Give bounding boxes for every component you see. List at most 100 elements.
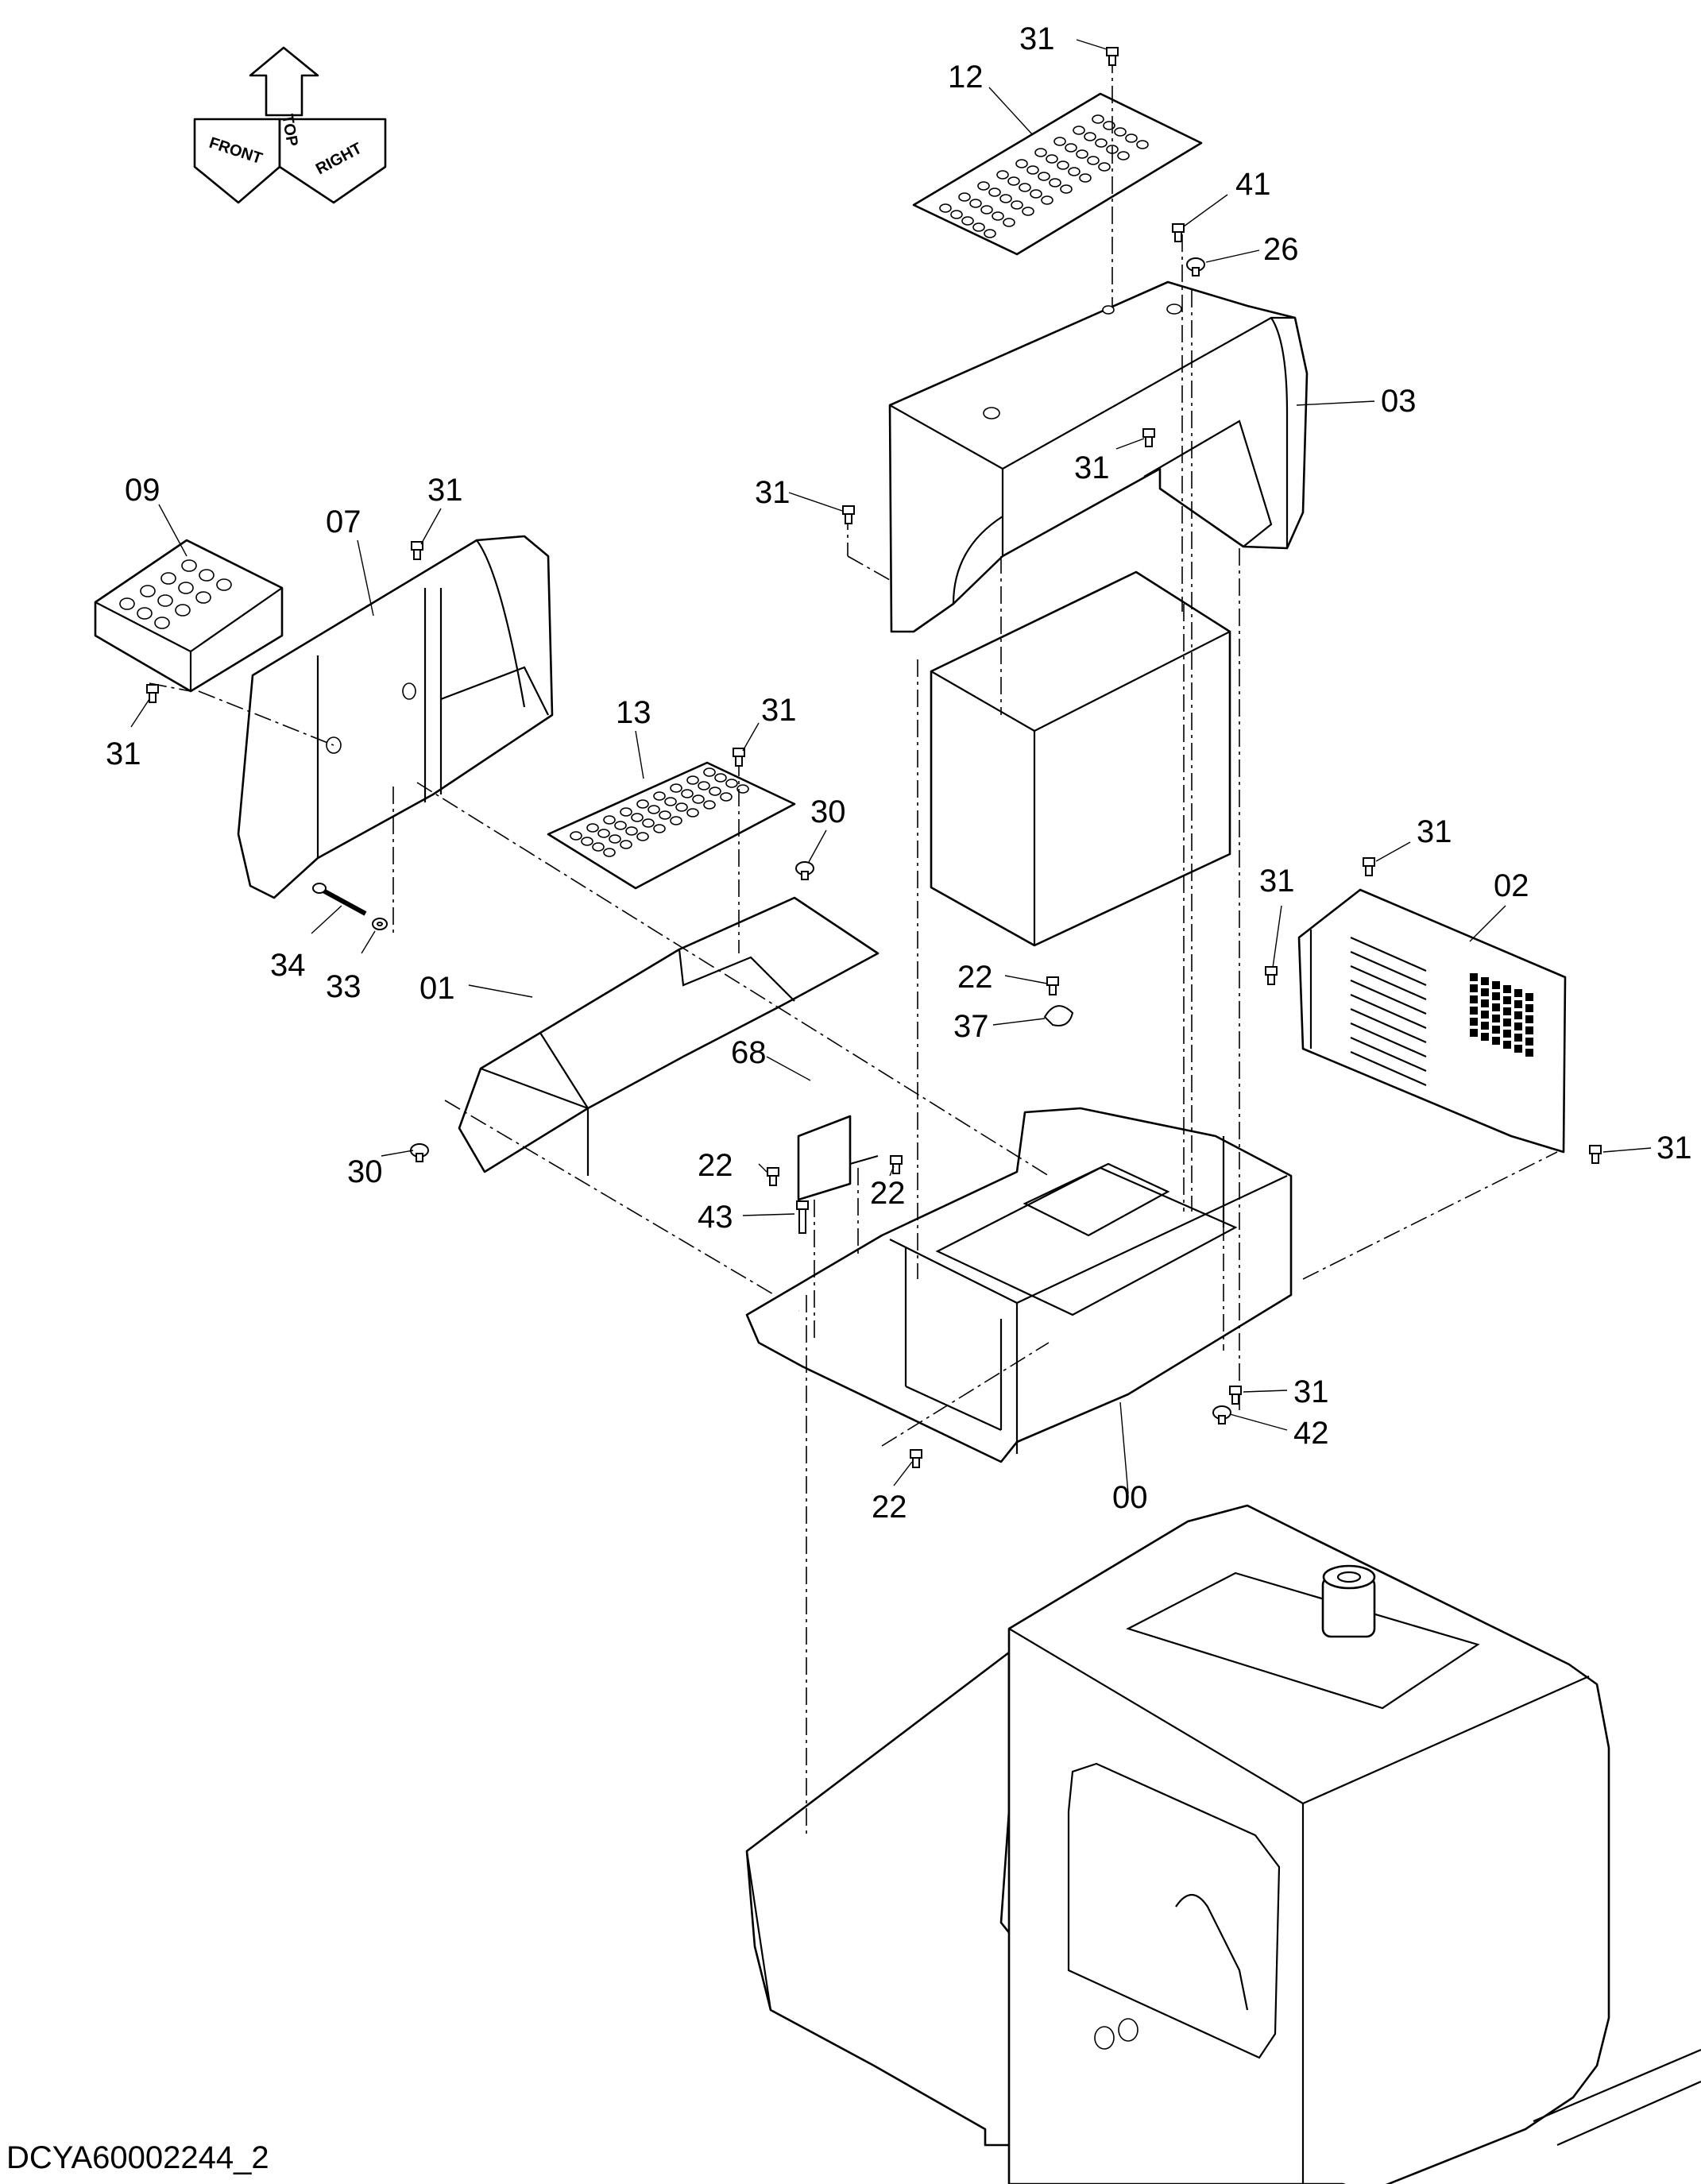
perforation-hole <box>972 222 985 232</box>
perforation-hole <box>725 779 738 788</box>
perforation-hole <box>181 559 197 572</box>
perforation-hole <box>1003 218 1015 227</box>
perforation-hole <box>614 821 627 830</box>
grille-cell <box>1514 1022 1522 1030</box>
vent-slot <box>1350 964 1427 1001</box>
callout-31: 31 <box>755 475 791 510</box>
perforation-hole <box>969 199 982 208</box>
grille-cell <box>1525 1038 1533 1046</box>
perforation-hole <box>581 837 593 846</box>
hydraulic-tank-assembly <box>745 1504 1701 2184</box>
callout-26: 26 <box>1263 232 1299 267</box>
perforation-hole <box>980 205 993 215</box>
perforation-hole <box>1103 121 1115 130</box>
leader-lines <box>130 39 1652 1494</box>
perforation-hole <box>1030 189 1042 199</box>
callout-22: 22 <box>870 1176 906 1211</box>
callout-02: 02 <box>1494 868 1529 903</box>
perforation-hole <box>631 813 644 822</box>
callout-30: 30 <box>347 1154 383 1189</box>
perforation-hole <box>625 826 638 836</box>
perforation-hole <box>1022 207 1034 216</box>
perforation-hole <box>1117 151 1130 160</box>
perforation-hole <box>939 203 952 213</box>
grille-cell <box>1481 1033 1489 1041</box>
callout-01: 01 <box>419 971 455 1006</box>
perforation-hole <box>686 808 699 818</box>
callout-22: 22 <box>957 960 993 995</box>
grille-cell <box>1470 995 1478 1003</box>
vent-slot <box>1350 950 1427 987</box>
callout-42: 42 <box>1293 1416 1329 1451</box>
part-07-side-panel <box>237 535 554 899</box>
perforation-hole <box>984 229 996 238</box>
perforation-hole <box>1136 140 1149 149</box>
perforation-hole <box>992 211 1004 221</box>
callout-31: 31 <box>1259 864 1295 899</box>
perforation-hole <box>1092 114 1104 124</box>
grille-cell <box>1481 977 1489 985</box>
perforation-hole <box>1046 154 1058 164</box>
perforation-hole <box>119 597 135 610</box>
callout-31: 31 <box>761 693 797 728</box>
part-02-grille-panel <box>1297 888 1567 1154</box>
vent-slot <box>1350 1036 1427 1073</box>
perforation-hole <box>653 791 666 801</box>
callout-00: 00 <box>1112 1480 1148 1515</box>
perforation-hole <box>1053 137 1066 146</box>
grille-cell <box>1470 1007 1478 1015</box>
orientation-indicator: FRONT TOP RIGHT <box>193 46 387 204</box>
callout-labels: 31 12 41 26 03 31 31 09 07 31 31 13 31 3… <box>106 21 1692 1525</box>
grille-cell <box>1514 989 1522 997</box>
grille-cell <box>1492 992 1500 1000</box>
perforation-hole <box>570 831 582 841</box>
grille-cell <box>1525 1015 1533 1023</box>
vent-slot <box>1350 1007 1427 1044</box>
callout-13: 13 <box>616 695 651 730</box>
part-13-step-plate <box>547 761 796 890</box>
grille-cell <box>1492 981 1500 989</box>
perforation-hole <box>1038 172 1050 181</box>
part-09-small-step <box>94 539 284 693</box>
perforation-hole <box>603 815 616 825</box>
perforation-hole <box>1073 126 1085 135</box>
grille-cell <box>1525 1004 1533 1012</box>
callout-33: 33 <box>326 969 361 1004</box>
grille-cell <box>1514 1011 1522 1019</box>
grille-cell <box>1503 1019 1511 1026</box>
callout-30: 30 <box>810 794 846 829</box>
perforation-hole <box>961 216 974 226</box>
part-34-long-bolt <box>312 883 367 916</box>
perforation-hole <box>154 617 170 629</box>
perforation-hole <box>714 773 727 783</box>
perforation-hole <box>709 787 721 796</box>
perforation-hole <box>670 783 682 793</box>
callout-03: 03 <box>1381 384 1417 419</box>
grille-cell <box>1481 988 1489 996</box>
part-00-main-frame <box>745 1107 1293 1463</box>
part-03-top-cover <box>888 280 1309 633</box>
grille-cell <box>1492 1037 1500 1045</box>
perforation-hole <box>1034 148 1047 157</box>
callout-37: 37 <box>953 1009 989 1044</box>
perforation-hole <box>603 848 616 857</box>
grille-cell <box>1503 1041 1511 1049</box>
perforation-hole <box>1125 133 1138 143</box>
perforation-hole <box>675 802 688 812</box>
grille-cell <box>1514 1034 1522 1042</box>
part-01-front-cover <box>458 896 879 1176</box>
perforation-hole <box>636 799 649 809</box>
perforation-hole <box>1060 184 1073 194</box>
grille-cell <box>1481 999 1489 1007</box>
perforation-hole <box>681 789 694 798</box>
perforation-hole <box>1087 156 1100 165</box>
callout-09: 09 <box>125 473 160 508</box>
callout-22: 22 <box>872 1490 907 1525</box>
perforation-hole <box>199 569 215 582</box>
perforation-hole <box>698 781 710 790</box>
grille-cell <box>1503 1030 1511 1038</box>
perforation-hole <box>977 181 990 191</box>
vent-slot <box>1350 936 1427 972</box>
part-37-clamp <box>1043 1005 1074 1026</box>
